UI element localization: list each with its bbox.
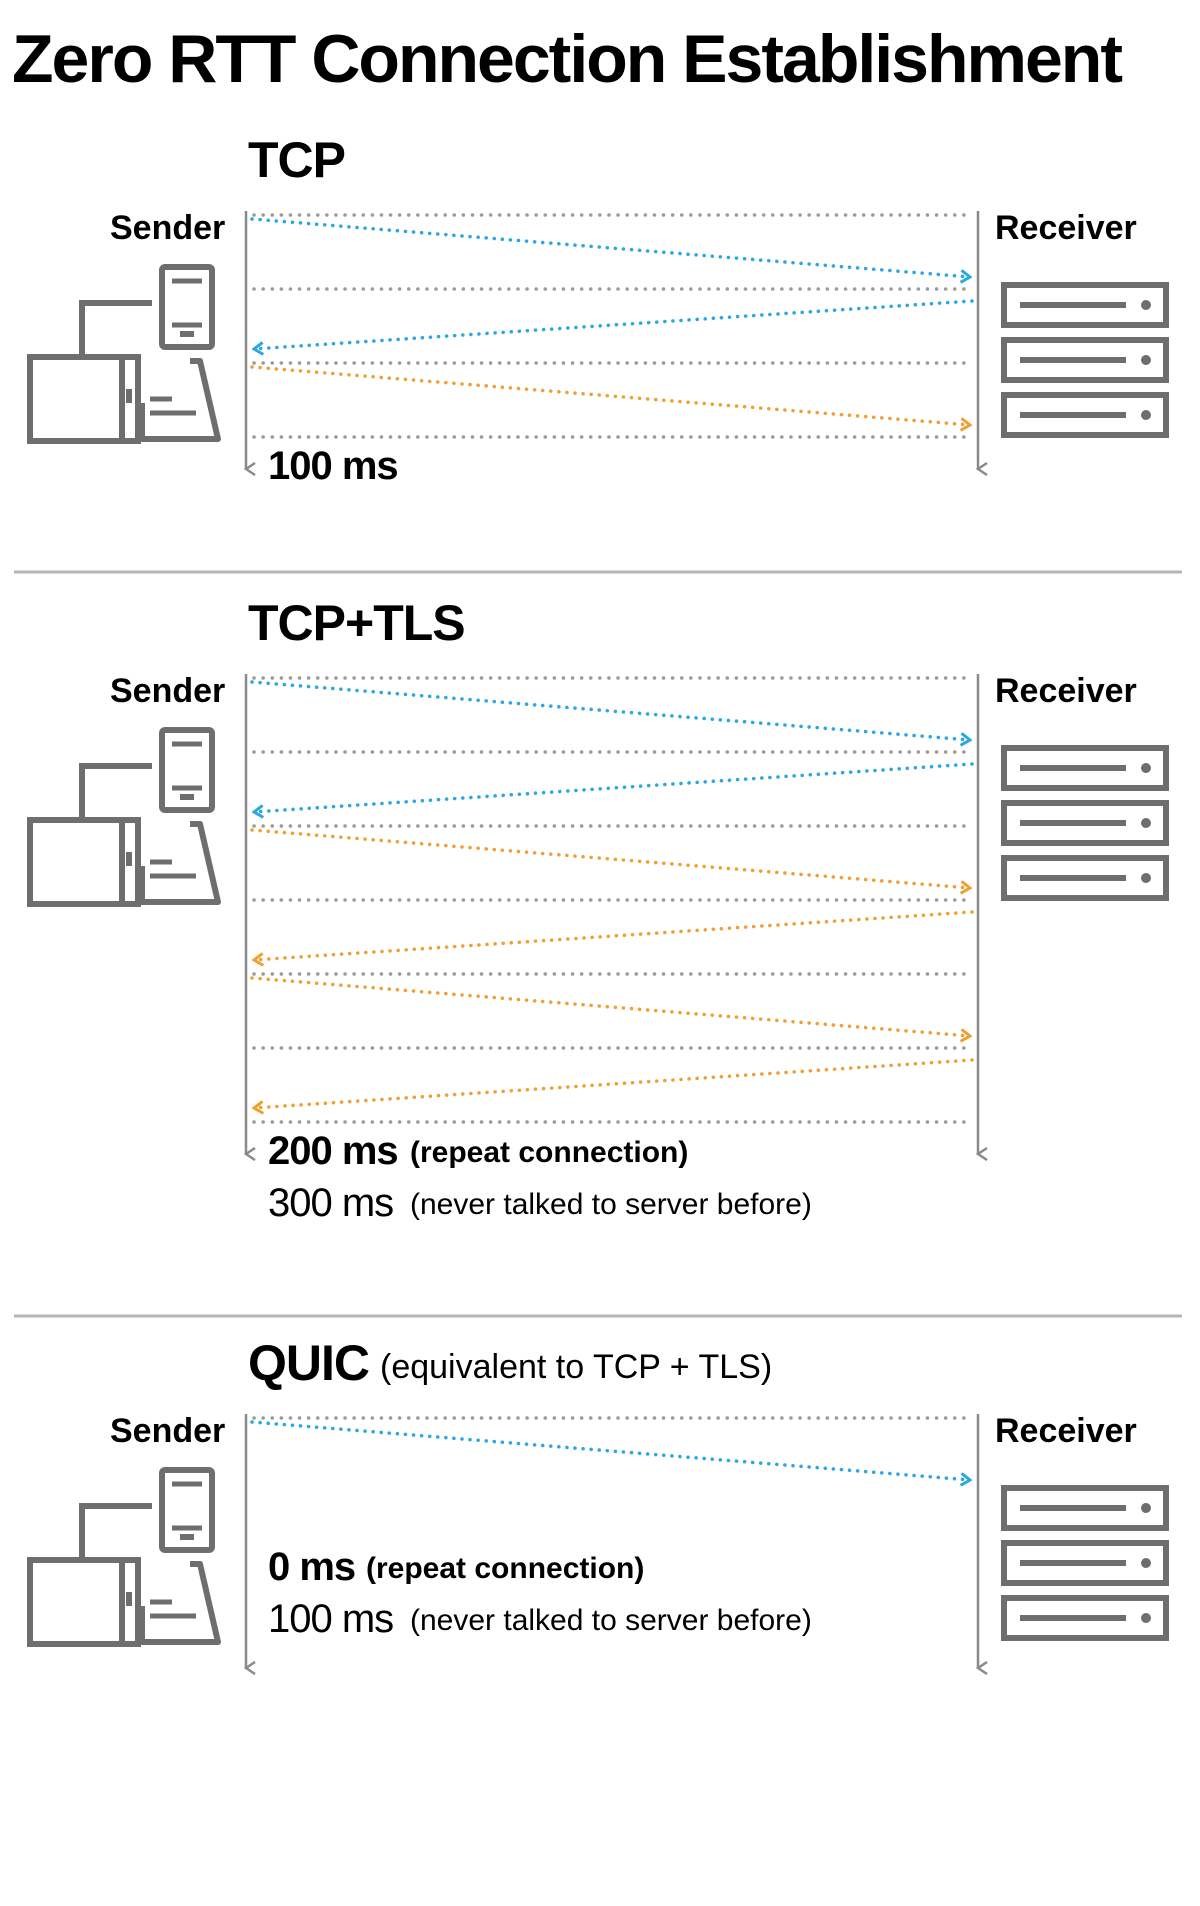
server-unit [1001,855,1169,901]
timing-note: (repeat connection) [366,1552,644,1585]
server-unit [1001,282,1169,328]
message-arrow-to-receiver [250,1420,970,1480]
computer-and-phone-icon [27,264,221,444]
server-unit [1001,745,1169,791]
section-heading: TCP+TLS [248,595,465,651]
receiver-label: Receiver [995,1412,1137,1450]
timing-value: 100 ms [268,444,398,488]
receiver-label: Receiver [995,209,1137,247]
sender-label: Sender [110,209,225,247]
section-heading-note: (equivalent to TCP + TLS) [380,1348,772,1386]
message-arrow-to-sender [254,910,974,960]
server-unit [1001,1595,1169,1641]
sender-label: Sender [110,672,225,710]
sender-label: Sender [110,1412,225,1450]
message-arrow-to-receiver [250,680,970,740]
computer-and-phone-icon [27,1467,221,1647]
server-unit [1001,1485,1169,1531]
receiver-label: Receiver [995,672,1137,710]
server-unit [1001,1540,1169,1586]
computer-and-phone-icon [27,727,221,907]
timing-value: 300 ms [268,1181,393,1225]
timing-note: (repeat connection) [410,1136,688,1169]
message-arrow-to-sender [254,1058,974,1108]
server-rack-icon [1001,1485,1169,1641]
section-heading: TCP [248,132,345,188]
message-arrow-to-sender [254,299,974,349]
message-arrow-to-receiver [250,828,970,888]
timing-note: (never talked to server before) [410,1188,812,1221]
message-arrow-to-receiver [250,217,970,277]
server-unit [1001,392,1169,438]
section-tcp: TCP Sender Receiver 100 ms [27,132,1169,488]
section-quic: QUIC (equivalent to TCP + TLS) Sender Recei… [27,1335,1169,1668]
server-rack-icon [1001,745,1169,901]
message-arrow-to-sender [254,762,974,812]
message-arrow-to-receiver [250,365,970,425]
server-unit [1001,800,1169,846]
section-heading: QUIC [248,1335,369,1391]
section-tcp-tls: TCP+TLS Sender Receiver 200 ms (repeat conne… [27,595,1169,1225]
timing-note: (never talked to server before) [410,1604,812,1637]
timing-value: 0 ms [268,1545,355,1589]
server-unit [1001,337,1169,383]
timing-value: 200 ms [268,1129,398,1173]
server-rack-icon [1001,282,1169,438]
message-arrow-to-receiver [250,976,970,1036]
timing-value: 100 ms [268,1597,393,1641]
diagram-title: Zero RTT Connection Establishment [12,21,1122,97]
